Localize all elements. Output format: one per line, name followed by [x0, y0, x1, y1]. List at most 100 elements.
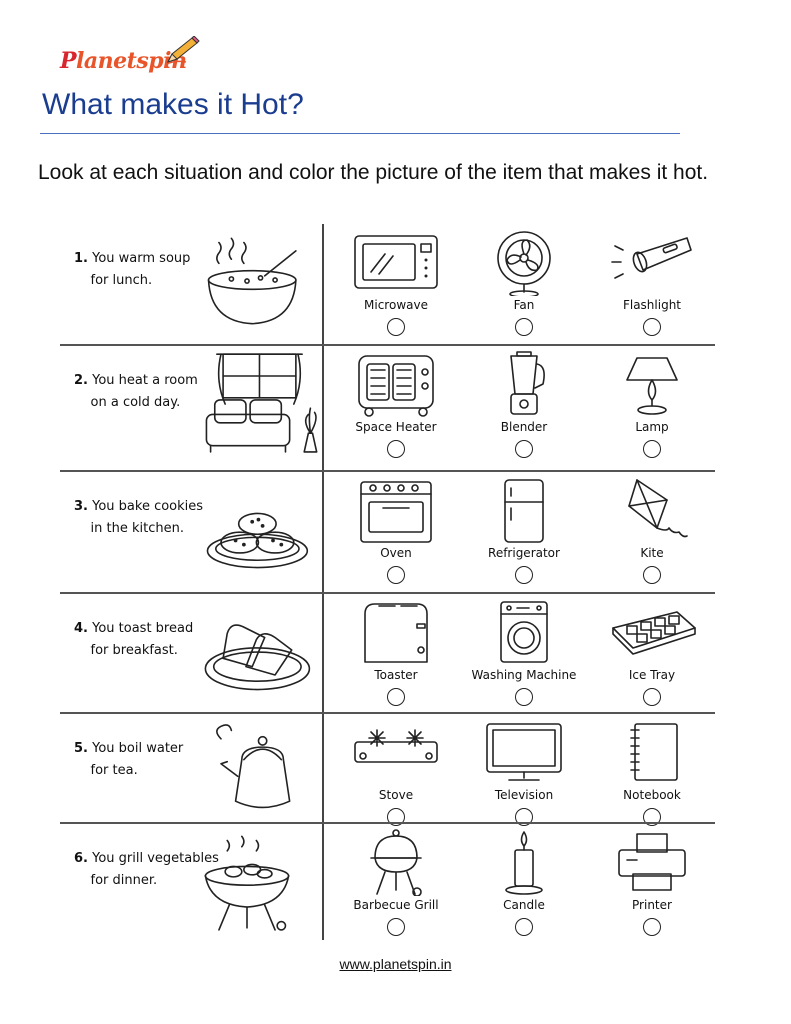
microwave-icon — [350, 228, 442, 296]
answer-option-washing-machine[interactable]: Washing Machine — [464, 598, 584, 706]
option-label: Washing Machine — [471, 668, 577, 682]
answer-option-notebook[interactable]: Notebook — [592, 718, 712, 826]
answer-option-blender[interactable]: Blender — [464, 350, 584, 458]
kettle-icon — [200, 718, 320, 818]
toast-plate-icon — [200, 598, 320, 698]
row-divider — [60, 344, 715, 346]
notebook-icon — [606, 718, 698, 786]
refrigerator-icon — [478, 476, 570, 544]
flashlight-icon — [606, 228, 698, 296]
question-line-1: You heat a room — [87, 373, 198, 388]
question-text: 1. You warm soup for lunch. — [74, 248, 224, 292]
answer-bubble[interactable] — [643, 318, 661, 336]
answer-bubble[interactable] — [515, 918, 533, 936]
television-icon — [478, 718, 570, 786]
answer-option-candle[interactable]: Candle — [464, 828, 584, 936]
row-divider — [60, 712, 715, 714]
question-row: 5. You boil water for tea. Stove Televis… — [60, 712, 715, 826]
answer-option-flashlight[interactable]: Flashlight — [592, 228, 712, 336]
answer-bubble[interactable] — [643, 918, 661, 936]
option-label: Stove — [378, 788, 414, 802]
answer-bubble[interactable] — [387, 566, 405, 584]
oven-icon — [350, 476, 442, 544]
answer-bubble[interactable] — [643, 440, 661, 458]
answer-option-fan[interactable]: Fan — [464, 228, 584, 336]
option-label: Ice Tray — [628, 668, 676, 682]
answer-bubble[interactable] — [515, 688, 533, 706]
question-line-2: for dinner. — [90, 873, 158, 888]
question-line-1: You warm soup — [87, 251, 191, 266]
answer-bubble[interactable] — [515, 808, 533, 826]
question-text: 3. You bake cookies in the kitchen. — [74, 496, 224, 540]
answer-bubble[interactable] — [643, 566, 661, 584]
row-divider — [60, 470, 715, 472]
answer-bubble[interactable] — [643, 808, 661, 826]
question-line-2: for breakfast. — [90, 643, 178, 658]
washing-machine-icon — [478, 598, 570, 666]
option-label: Notebook — [623, 788, 681, 802]
option-label: Oven — [380, 546, 412, 560]
planetspin-logo: Planetspin — [60, 36, 200, 82]
question-line-2: for lunch. — [90, 273, 153, 288]
answer-option-toaster[interactable]: Toaster — [336, 598, 456, 706]
answer-option-oven[interactable]: Oven — [336, 476, 456, 584]
answer-option-space-heater[interactable]: Space Heater — [336, 350, 456, 458]
question-row: 3. You bake cookies in the kitchen. Oven… — [60, 470, 715, 592]
answer-option-lamp[interactable]: Lamp — [592, 350, 712, 458]
question-row: 4. You toast bread for breakfast. Toaste… — [60, 592, 715, 712]
option-label: Candle — [503, 898, 545, 912]
answer-bubble[interactable] — [515, 566, 533, 584]
answer-bubble[interactable] — [515, 440, 533, 458]
answer-option-ice-tray[interactable]: Ice Tray — [592, 598, 712, 706]
question-line-2: in the kitchen. — [90, 521, 184, 536]
column-divider — [322, 224, 324, 940]
instructions: Look at each situation and color the pic… — [38, 161, 709, 184]
answer-option-stove[interactable]: Stove — [336, 718, 456, 826]
answer-bubble[interactable] — [387, 318, 405, 336]
answer-bubble[interactable] — [643, 688, 661, 706]
question-number: 3. — [74, 499, 88, 514]
question-number: 6. — [74, 851, 88, 866]
question-number: 1. — [74, 251, 88, 266]
row-divider — [60, 592, 715, 594]
answer-option-television[interactable]: Television — [464, 718, 584, 826]
option-label: Toaster — [374, 668, 418, 682]
answer-option-printer[interactable]: Printer — [592, 828, 712, 936]
page-title: What makes it Hot? — [42, 88, 304, 121]
option-label: Barbecue Grill — [353, 898, 439, 912]
barbecue-grill-icon — [350, 828, 442, 896]
answer-bubble[interactable] — [387, 918, 405, 936]
answer-bubble[interactable] — [387, 808, 405, 826]
answer-option-kite[interactable]: Kite — [592, 476, 712, 584]
soup-bowl-icon — [200, 228, 320, 328]
printer-icon — [606, 828, 698, 896]
question-line-1: You toast bread — [87, 621, 194, 636]
space-heater-icon — [350, 350, 442, 418]
option-label: Refrigerator — [488, 546, 560, 560]
question-row: 1. You warm soup for lunch. Microwave Fa… — [60, 222, 715, 344]
option-label: Blender — [500, 420, 548, 434]
question-line-1: You grill vegetables — [87, 851, 219, 866]
grilling-icon — [200, 828, 320, 928]
question-line-2: for tea. — [90, 763, 138, 778]
answer-bubble[interactable] — [515, 318, 533, 336]
answer-option-barbecue-grill[interactable]: Barbecue Grill — [336, 828, 456, 936]
row-divider — [60, 822, 715, 824]
answer-option-refrigerator[interactable]: Refrigerator — [464, 476, 584, 584]
stove-icon — [350, 718, 442, 786]
question-text: 5. You boil water for tea. — [74, 738, 224, 782]
answer-bubble[interactable] — [387, 688, 405, 706]
question-line-1: You bake cookies — [87, 499, 204, 514]
footer-url[interactable]: www.planetspin.in — [339, 956, 452, 972]
ice-tray-icon — [606, 598, 698, 666]
cookies-plate-icon — [200, 476, 320, 576]
question-text: 4. You toast bread for breakfast. — [74, 618, 224, 662]
option-label: Fan — [513, 298, 535, 312]
option-label: Television — [494, 788, 554, 802]
question-row: 6. You grill vegetables for dinner. Barb… — [60, 822, 715, 942]
question-text: 2. You heat a room on a cold day. — [74, 370, 224, 414]
answer-bubble[interactable] — [387, 440, 405, 458]
answer-option-microwave[interactable]: Microwave — [336, 228, 456, 336]
option-label: Space Heater — [355, 420, 437, 434]
kite-icon — [606, 476, 698, 544]
